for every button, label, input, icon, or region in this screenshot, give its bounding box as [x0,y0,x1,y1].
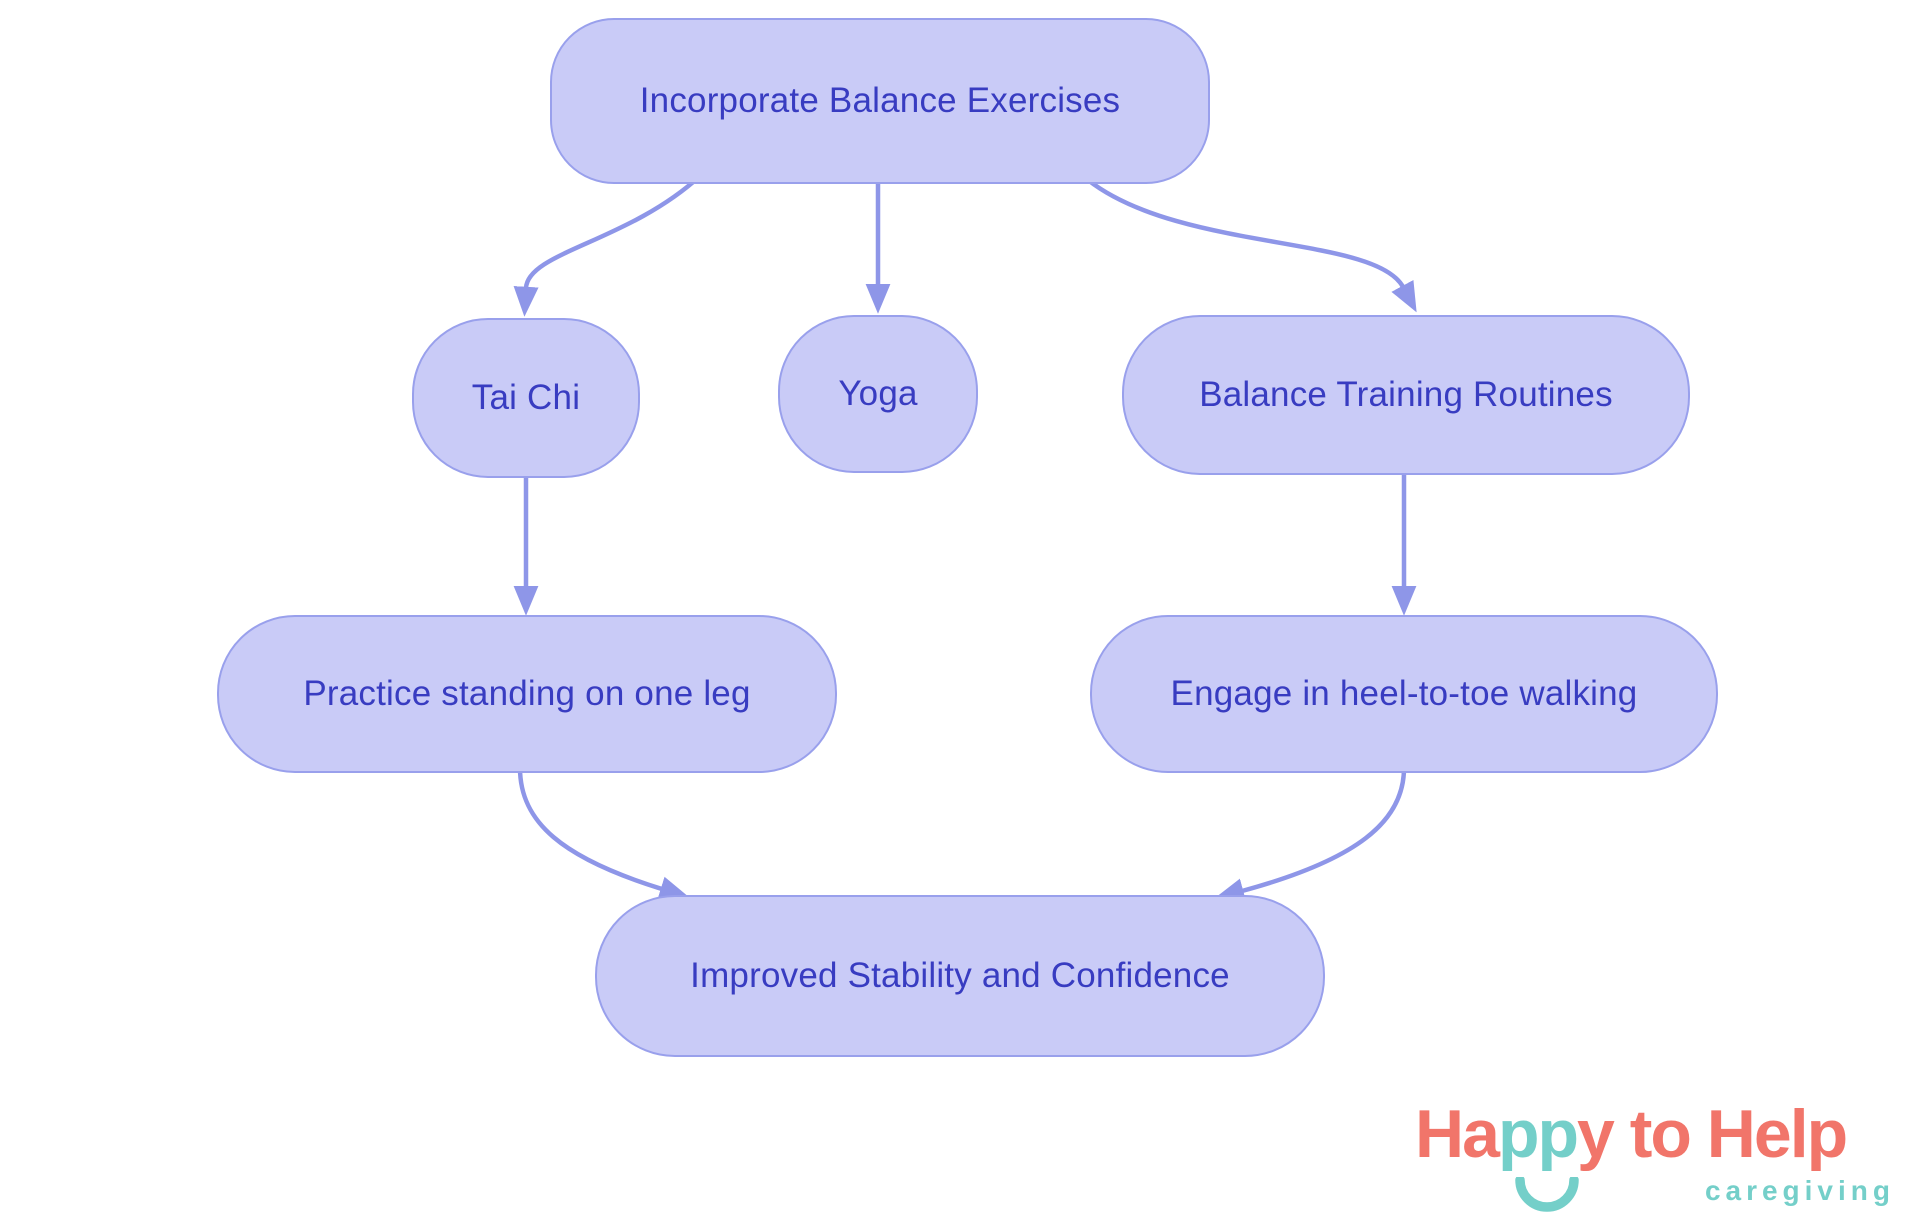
edge-root-to-tai-chi [513,174,702,317]
smile-icon [1515,1177,1579,1212]
edge-root-to-balance-training [1086,178,1417,313]
node-balance-training-routines: Balance Training Routines [1122,315,1690,475]
node-label: Balance Training Routines [1199,375,1613,414]
node-engage-heel-to-toe-walking: Engage in heel-to-toe walking [1090,615,1718,773]
node-label: Incorporate Balance Exercises [639,81,1121,120]
node-label: Yoga [838,374,918,413]
node-tai-chi: Tai Chi [412,318,640,478]
logo-text-pp: pp [1497,1096,1579,1172]
node-improved-stability-confidence: Improved Stability and Confidence [595,895,1325,1057]
node-label: Tai Chi [471,378,581,417]
node-label: Engage in heel-to-toe walking [1170,674,1638,713]
logo-text-ha: Ha [1415,1096,1500,1172]
node-yoga: Yoga [778,315,978,473]
logo-text-y: y [1577,1096,1615,1172]
logo-text-to-help: to Help [1612,1096,1848,1172]
node-label: Improved Stability and Confidence [690,956,1230,995]
logo-tagline: caregiving [1704,1175,1895,1206]
logo-wordmark: Happy to Help [1415,1100,1897,1168]
edge-practice-leg-to-improved [517,767,690,901]
node-incorporate-balance-exercises: Incorporate Balance Exercises [550,18,1210,184]
node-practice-standing-on-one-leg: Practice standing on one leg [217,615,837,773]
edge-heel-toe-to-improved [1214,767,1407,903]
node-label: Practice standing on one leg [303,674,751,713]
happy-to-help-logo: Happy to Help caregiving [1415,1100,1897,1215]
